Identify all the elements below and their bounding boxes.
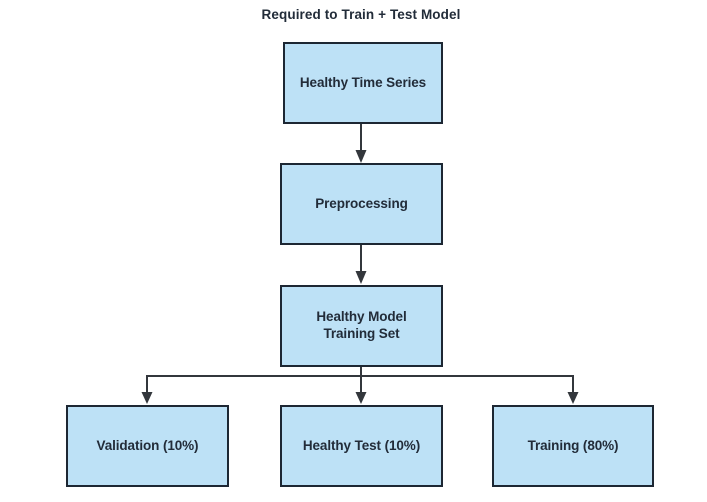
node-healthy-model-training-set: Healthy Model Training Set [280, 285, 443, 367]
node-label: Healthy Model Training Set [316, 309, 407, 341]
edge-branch-rail [146, 367, 574, 377]
node-label: Validation (10%) [96, 437, 199, 453]
edge-timeseries-to-preprocessing [355, 124, 367, 163]
node-label: Training (80%) [527, 437, 619, 453]
edge-preprocessing-to-trainingset [355, 245, 367, 284]
node-healthy-time-series: Healthy Time Series [283, 42, 443, 124]
edge-to-healthy-test [355, 376, 367, 404]
node-validation: Validation (10%) [66, 405, 229, 487]
node-training: Training (80%) [492, 405, 654, 487]
diagram-title: Required to Train + Test Model [261, 7, 461, 22]
node-label: Healthy Time Series [299, 74, 427, 90]
node-label: Preprocessing [315, 195, 408, 211]
node-preprocessing: Preprocessing [280, 163, 443, 245]
edge-to-training [567, 375, 579, 404]
node-label: Healthy Test (10%) [302, 437, 421, 453]
node-healthy-test: Healthy Test (10%) [280, 405, 443, 487]
edge-to-validation [141, 375, 153, 404]
